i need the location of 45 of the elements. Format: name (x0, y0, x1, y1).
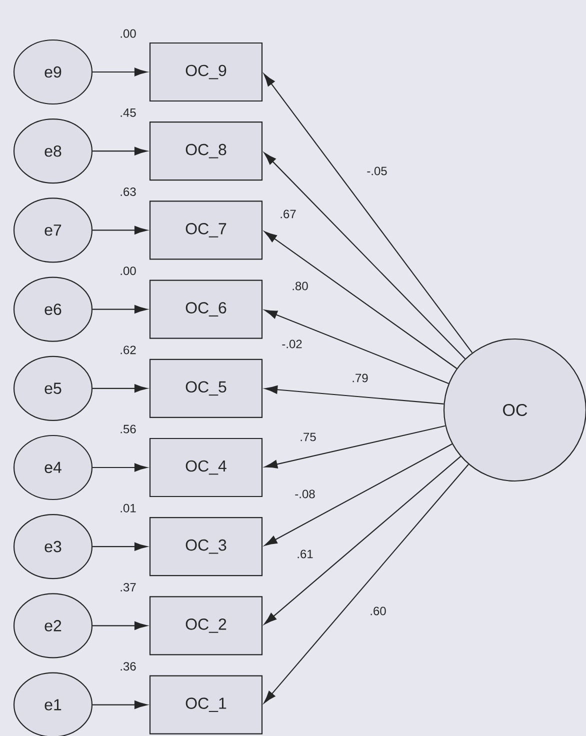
edge-label: -.08 (294, 488, 316, 500)
path-arrow (92, 384, 148, 393)
squared-correlation-label: .01 (120, 504, 136, 512)
edge-label: -.05 (366, 166, 388, 176)
path-arrow (264, 425, 446, 468)
edge-label: .61 (296, 548, 314, 560)
observed-variable-box: OC_4 (149, 438, 263, 498)
path-arrow (264, 74, 473, 353)
squared-correlation-label: .37 (120, 583, 136, 592)
path-arrow (264, 444, 452, 546)
path-arrow (92, 463, 148, 472)
observed-variable-box: OC_1 (149, 675, 263, 734)
path-arrow (92, 226, 148, 234)
observed-variable-box: OC_9 (149, 42, 263, 102)
path-arrow (264, 464, 469, 704)
edge-label: .60 (368, 606, 388, 616)
squared-correlation-label: .56 (120, 424, 136, 434)
path-arrow (92, 622, 148, 630)
squared-correlation-label: .45 (120, 108, 136, 117)
observed-variable-box: OC_2 (149, 596, 263, 656)
squared-correlation-label: .00 (120, 29, 136, 38)
path-arrow (92, 305, 148, 314)
path-arrow (92, 146, 148, 156)
observed-variable-box: OC_3 (149, 517, 263, 576)
edge-label: .79 (350, 372, 370, 384)
path-arrow (92, 68, 148, 76)
observed-variable-box: OC_5 (149, 358, 263, 418)
path-arrow (264, 456, 461, 624)
path-arrow (92, 542, 148, 551)
squared-correlation-label: .00 (120, 266, 136, 276)
edge-label: .67 (278, 208, 298, 220)
edge-label: .80 (290, 280, 310, 292)
edge-label: .75 (298, 432, 318, 442)
observed-variable-box: OC_6 (149, 280, 263, 339)
path-arrow (264, 152, 466, 360)
observed-variable-box: OC_7 (149, 200, 263, 260)
squared-correlation-label: .36 (120, 662, 136, 671)
path-arrow (264, 385, 444, 404)
observed-variable-box: OC_8 (149, 122, 263, 181)
squared-correlation-label: .62 (120, 346, 136, 354)
path-arrow (92, 700, 148, 709)
squared-correlation-label: .63 (120, 188, 136, 196)
edge-label: -.02 (280, 338, 304, 350)
path-arrow (264, 310, 449, 384)
path-arrow (264, 231, 458, 369)
